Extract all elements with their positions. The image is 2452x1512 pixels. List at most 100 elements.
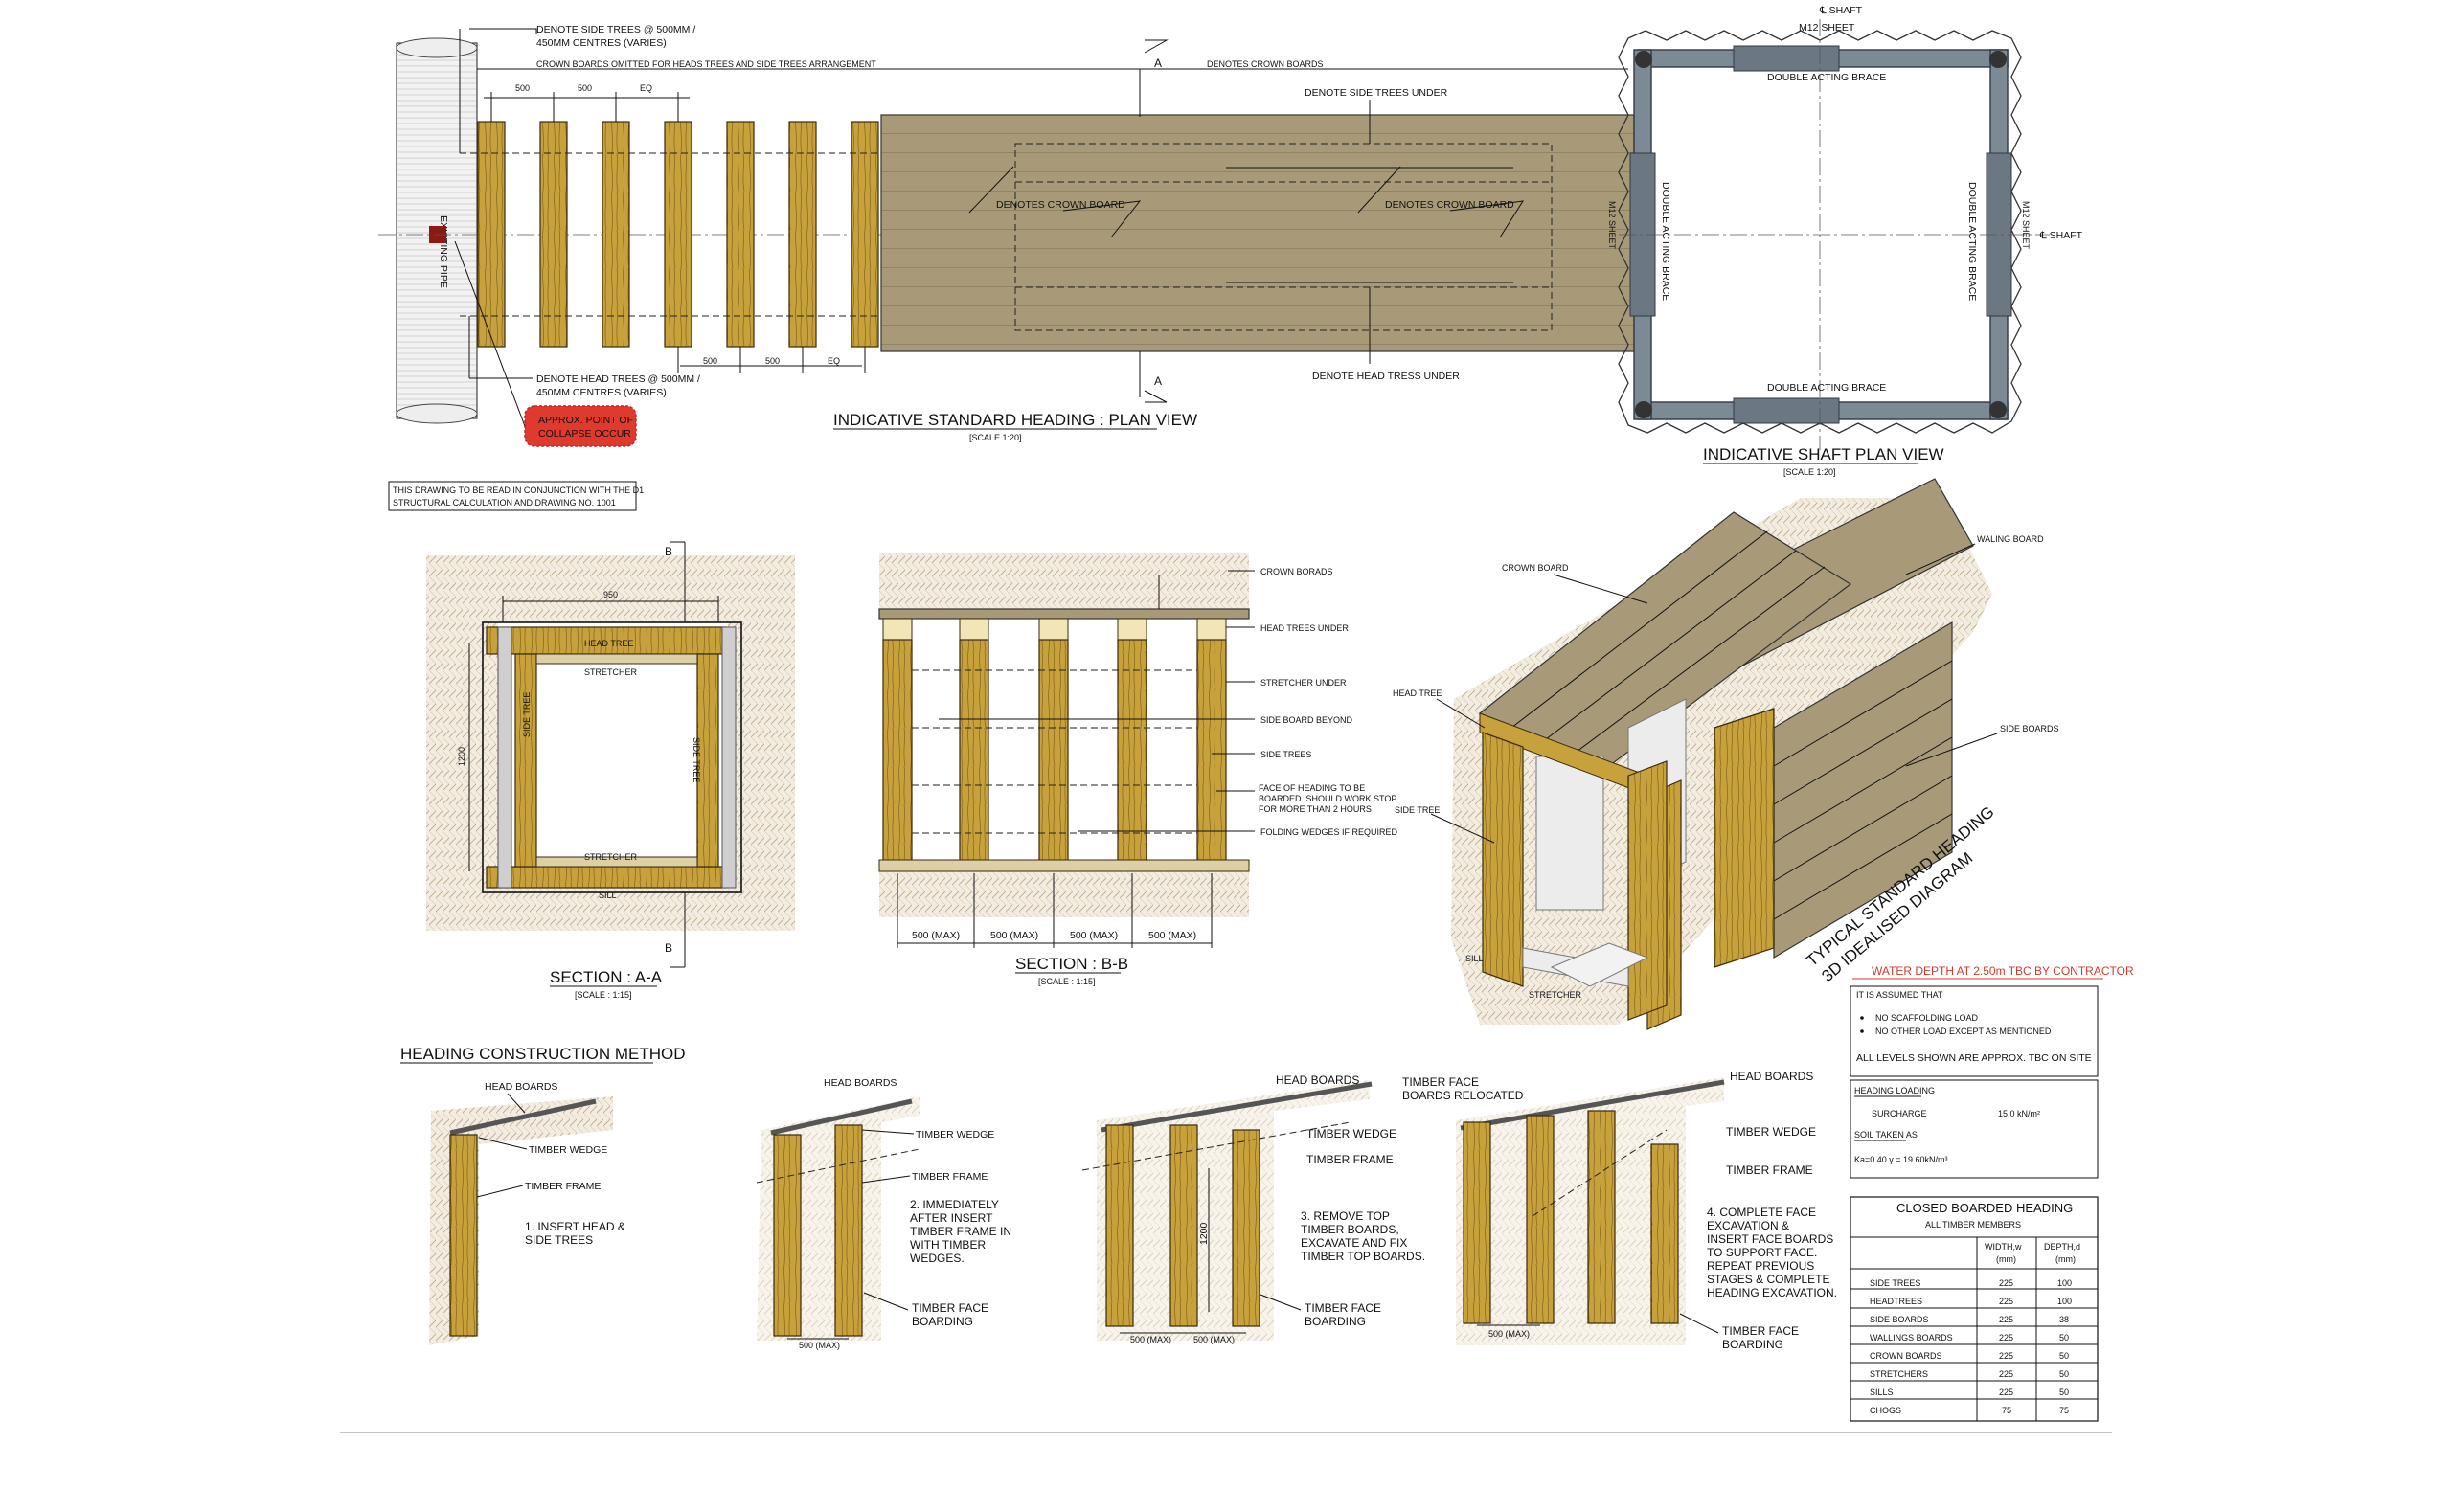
head-tree-shape	[486, 626, 727, 655]
table-cell-member: WALLINGS BOARDS	[1870, 1333, 1953, 1343]
iso-stretcher-label: STRETCHER	[1529, 990, 1582, 1000]
table-unit-depth: (mm)	[2055, 1254, 2076, 1264]
plan-timber	[851, 121, 879, 348]
step4-dim: 500 (MAX)	[1488, 1329, 1530, 1339]
step2-timber-wedge: TIMBER WEDGE	[916, 1129, 994, 1140]
iso-waling-board-label: WALING BOARD	[1977, 534, 2044, 544]
table-cell-depth: 100	[2057, 1278, 2072, 1288]
table-subtitle: ALL TIMBER MEMBERS	[1925, 1220, 2021, 1230]
section-aa-scale: [SCALE : 1:15]	[575, 990, 632, 1000]
table-cell-width: 225	[1999, 1388, 2013, 1397]
soil-values: Ka=0.40 γ = 19.60kN/m³	[1854, 1155, 1948, 1164]
denotes-crown-board-2: DENOTES CROWN BOARD	[1385, 199, 1514, 211]
method-title: HEADING CONSTRUCTION METHOD	[400, 1045, 686, 1063]
side-tree-left-shape	[514, 653, 537, 868]
table-cell-width: 225	[1999, 1315, 2013, 1324]
step1-note-2: SIDE TREES	[525, 1233, 593, 1247]
dim-top-1: 500	[515, 83, 530, 93]
side-tree-bb	[882, 639, 913, 863]
crown-boards-bb	[878, 608, 1250, 620]
head-tree-label: HEAD TREE	[584, 639, 633, 648]
face-note-1: FACE OF HEADING TO BE	[1259, 783, 1365, 793]
plan-view-scale: [SCALE 1:20]	[969, 433, 1022, 442]
collapse-note-2: COLLAPSE OCCUR	[538, 428, 631, 440]
step2-face-1: TIMBER FACE	[912, 1301, 988, 1315]
side-tree-bb	[1038, 639, 1069, 863]
plan-timber	[602, 121, 630, 348]
denotes-crown-board-1: DENOTES CROWN BOARD	[996, 199, 1125, 211]
dim-bb-3: 500 (MAX)	[1070, 930, 1118, 941]
table-cell-member: STRETCHERS	[1870, 1369, 1928, 1379]
step1-timber-wedge: TIMBER WEDGE	[529, 1144, 607, 1156]
shaft-right-label: ℄ SHAFT	[2039, 230, 2083, 241]
section-marker-b-bottom: B	[665, 941, 672, 955]
dim-bottom-1: 500	[703, 356, 717, 366]
iso-side-boards-label: SIDE BOARDS	[2000, 724, 2059, 733]
step4-face-1: TIMBER FACE	[1722, 1324, 1799, 1338]
shaft-top-label: ℄ SHAFT	[1819, 5, 1863, 16]
soil-label: SOIL TAKEN AS	[1854, 1130, 1918, 1140]
stretcher-iso-shape	[1550, 942, 1649, 987]
sill-shape	[486, 866, 727, 889]
water-depth-note: WATER DEPTH AT 2.50m TBC BY CONTRACTOR	[1872, 964, 2134, 978]
step4-note-1: 4. COMPLETE FACE	[1707, 1206, 1816, 1219]
side-trees-note-2: 450MM CENTRES (VARIES)	[536, 37, 667, 49]
crown-board-area	[880, 114, 1635, 352]
dim-bb-4: 500 (MAX)	[1148, 930, 1196, 941]
table-cell-depth: 50	[2059, 1388, 2069, 1397]
step2-note-1: 2. IMMEDIATELY	[910, 1198, 999, 1211]
reference-note-2: STRUCTURAL CALCULATION AND DRAWING NO. 1…	[393, 498, 616, 508]
table-cell-member: CROWN BOARDS	[1870, 1351, 1942, 1361]
sheet-pile-outline	[1618, 30, 2022, 434]
collapse-note-1: APPROX. POINT OF	[538, 415, 633, 426]
step2-note-4: WITH TIMBER	[910, 1238, 986, 1252]
folding-wedges-label: FOLDING WEDGES IF REQUIRED	[1260, 827, 1398, 837]
assumption-2: NO OTHER LOAD EXCEPT AS MENTIONED	[1875, 1027, 2052, 1036]
crown-boards-label-bb: CROWN BORADS	[1260, 567, 1333, 576]
table-cell-width: 75	[2002, 1406, 2011, 1415]
step4-note-6: STAGES & COMPLETE	[1707, 1273, 1829, 1286]
dim-bottom-2: 500	[765, 356, 780, 366]
step2-note-5: WEDGES.	[910, 1252, 965, 1265]
table-cell-width: 225	[1999, 1333, 2013, 1343]
step4-note-7: HEADING EXCAVATION.	[1707, 1286, 1837, 1299]
shaft-view-title: INDICATIVE SHAFT PLAN VIEW	[1703, 445, 1944, 463]
step1-head-boards: HEAD BOARDS	[485, 1081, 557, 1093]
step3-note-1: 3. REMOVE TOP	[1301, 1209, 1390, 1223]
crown-omitted-note: CROWN BOARDS OMITTED FOR HEADS TREES AND…	[536, 59, 876, 69]
reference-note: THIS DRAWING TO BE READ IN CONJUNCTION W…	[388, 481, 644, 511]
table-cell-width: 225	[1999, 1297, 2013, 1306]
section-bb: CROWN BORADS HEAD TREES UNDER STRETCHER …	[878, 553, 1398, 986]
table-cell-member: CHOGS	[1870, 1406, 1901, 1415]
iso-head-tree-label: HEAD TREE	[1393, 688, 1442, 698]
denotes-crown-boards-label: DENOTES CROWN BOARDS	[1207, 59, 1324, 69]
m12-sheet-plan: M12 SHEET	[1607, 201, 1617, 250]
step4-note-3: INSERT FACE BOARDS	[1707, 1232, 1833, 1246]
surcharge-value: 15.0 kN/m²	[1998, 1109, 2040, 1118]
table-cell-member: SIDE BOARDS	[1870, 1315, 1929, 1324]
step2-head-boards: HEAD BOARDS	[824, 1077, 897, 1089]
step4-note-4: TO SUPPORT FACE.	[1707, 1246, 1817, 1259]
dim-width-aa: 950	[603, 590, 618, 599]
assumptions-panel: WATER DEPTH AT 2.50m TBC BY CONTRACTOR I…	[1850, 964, 2134, 1179]
stretcher-top-label: STRETCHER	[584, 667, 638, 677]
head-trees-under-label: HEAD TREES UNDER	[1260, 623, 1349, 633]
step3-dim-1: 500 (MAX)	[1130, 1335, 1171, 1344]
table-cell-depth: 100	[2057, 1297, 2072, 1306]
plan-timber	[539, 121, 568, 348]
levels-note: ALL LEVELS SHOWN ARE APPROX. TBC ON SITE	[1856, 1052, 2092, 1064]
table-header-width: WIDTH,w	[1985, 1242, 2022, 1252]
step3-note-4: TIMBER TOP BOARDS.	[1301, 1250, 1425, 1263]
shaft-view-scale: [SCALE 1:20]	[1783, 467, 1836, 477]
plan-timbers	[477, 121, 879, 348]
step3-relocated-2: BOARDS RELOCATED	[1402, 1089, 1524, 1102]
step3-face-2: BOARDING	[1305, 1315, 1366, 1328]
construction-method: HEADING CONSTRUCTION METHOD HEAD BOARDS …	[400, 1045, 1837, 1351]
step4-note-2: EXCAVATION &	[1707, 1219, 1789, 1232]
table-title: CLOSED BOARDED HEADING	[1896, 1201, 2073, 1215]
side-trees-label-bb: SIDE TREES	[1260, 750, 1311, 759]
dim-top-2: 500	[578, 83, 592, 93]
isometric-view: CROWN BOARD WALING BOARD HEAD TREE SIDE …	[1393, 478, 2059, 1030]
table-cell-member: HEADTREES	[1870, 1297, 1922, 1306]
